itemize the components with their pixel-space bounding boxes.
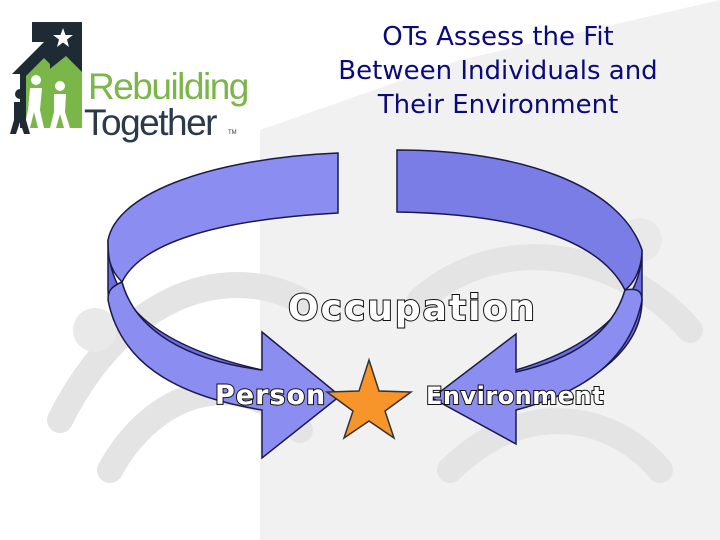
left-arrow-body	[107, 280, 342, 460]
title-line-3: Their Environment	[377, 90, 619, 120]
logo-trademark: TM	[228, 130, 237, 136]
occupation-label: Occupation	[287, 287, 537, 330]
logo-word-rebuilding: Rebuilding	[88, 66, 249, 107]
environment-label: Environment	[425, 381, 605, 411]
star-icon	[324, 357, 414, 440]
title-line-2: Between Individuals and	[338, 56, 658, 86]
left-arrow-band	[107, 152, 339, 284]
title-line-1: OTs Assess the Fit	[382, 22, 614, 52]
house-with-people-icon	[10, 22, 82, 134]
person-label: Person	[214, 379, 327, 412]
right-arrow-body	[430, 288, 643, 446]
slide-title: OTs Assess the Fit Between Individuals a…	[318, 20, 678, 122]
logo-word-together: Together	[84, 102, 218, 143]
right-arrow-band	[396, 149, 643, 292]
rebuilding-together-logo: Rebuilding Together TM	[10, 16, 260, 141]
